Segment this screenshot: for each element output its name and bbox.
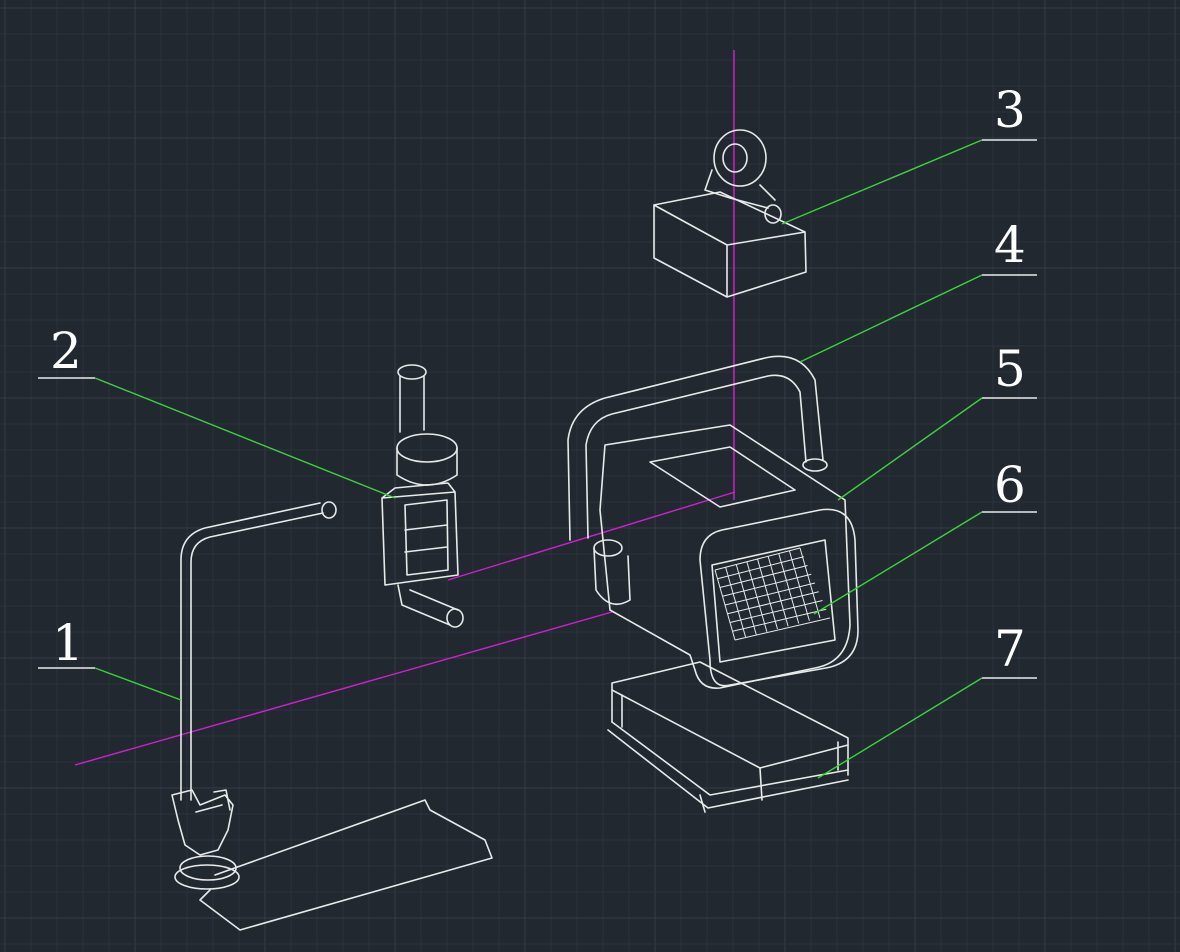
callout-4-leader [799,274,983,363]
callout-5-leader [837,397,983,501]
blower-housing [396,447,458,486]
loop-pipe-inner [585,374,807,539]
chamber-inner-opening [711,539,836,663]
callout-2: 2 [38,322,396,499]
filter-box-lower-outlet [397,584,459,626]
hood-blower-duct [704,169,776,209]
part-7-base-table [607,661,849,813]
callout-3-leader [781,139,983,225]
table-bottom-rail [607,721,849,813]
callout-4-number: 4 [994,216,1026,274]
pump-valve-body [171,789,234,856]
callout-2-leader [94,377,396,499]
chamber-front-frame [699,508,859,687]
axis-lines [74,50,736,766]
callout-4: 4 [799,216,1037,363]
outlet-pipe-end [446,608,464,628]
part-3-hood-blower [653,129,807,298]
table-legs [611,689,849,801]
hood-box [653,191,807,298]
side-port-duct [593,547,631,606]
callout-6-leader [813,511,983,615]
riser-pipe [180,502,324,801]
loop-pipe-end [802,458,828,472]
hood-blower-hub [722,143,748,173]
rack-grid [714,547,831,641]
part-1-riser-pipe-assembly [171,501,493,931]
callout-1-leader [94,667,182,701]
callout-labels: 1 2 3 4 5 6 [38,81,1037,779]
pump-base [174,864,240,890]
callout-2-number: 2 [50,322,82,380]
callout-6-number: 6 [994,456,1026,514]
hood-blower-wheel [713,129,767,187]
blower-inlet-duct [399,375,425,433]
callout-1: 1 [38,614,182,701]
callout-7-leader [817,677,983,779]
part-2-blower-unit [381,364,464,628]
chamber-body [599,424,851,689]
floor-plate [199,799,493,931]
callout-3: 3 [781,81,1037,225]
callout-5-number: 5 [994,340,1026,398]
table-top [611,661,849,769]
callout-6: 6 [813,456,1037,615]
axis-line-diagonal-lower [74,611,613,766]
part-4-5-6-main-chamber [567,355,859,689]
pipe-end-cap [321,501,337,519]
callout-7: 7 [817,620,1037,779]
filter-box [381,482,459,586]
callout-7-number: 7 [994,620,1026,678]
loop-pipe-outer [567,355,824,541]
callout-5: 5 [837,340,1037,501]
blower-housing-top [396,433,458,463]
blower-inlet-top [397,364,427,380]
chamber-top-opening [649,446,796,508]
callout-3-number: 3 [994,81,1026,139]
callout-1-number: 1 [52,614,84,672]
axis-line-diagonal-upper [447,491,736,581]
